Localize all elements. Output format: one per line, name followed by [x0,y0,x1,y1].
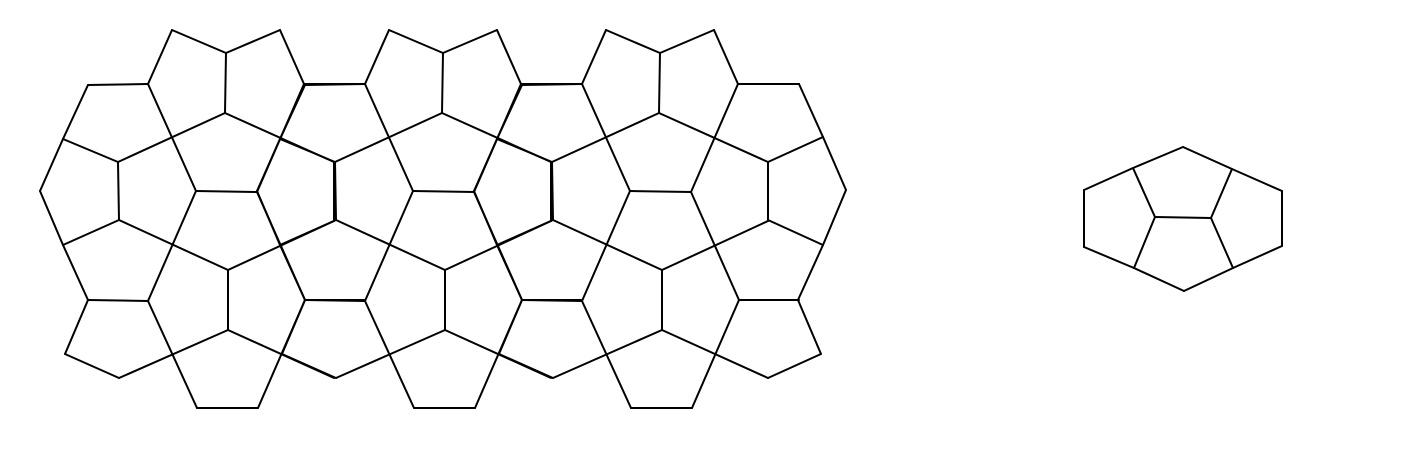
hexagon-unit-edge [1183,267,1234,292]
tiling-edge [334,161,337,221]
tiling-edge [256,138,281,192]
tiling-edge [412,190,475,193]
tiling-edge [658,112,769,163]
tiling-edge [798,83,824,138]
tiling-edge [797,244,824,301]
hexagon-unit-edge [1231,168,1283,192]
tiling-edge [473,190,498,246]
tiling-edge [496,29,522,85]
tiling-edge [822,136,847,191]
hexagon-unit-edge [1182,146,1233,170]
hexagon-unit-edge [1132,167,1156,218]
tiling-edge [581,300,632,409]
hexagon-unit-edge [1210,168,1233,219]
tiling-edge [364,300,415,409]
tiling-edge [87,83,149,86]
hexagon-unit-edge [1083,246,1135,269]
tiling-edge [364,83,414,192]
tiling-edge [62,138,119,163]
tiling-edge [335,329,446,379]
tiling-edge [87,299,149,302]
tiling-edge [690,83,739,193]
hexagon-unit-edge [1133,267,1185,292]
tiling-edge [658,52,661,114]
tiling-edge [551,161,554,221]
tiling-edge [521,83,583,86]
tiling-edge [691,299,740,409]
tiling-edge [39,138,64,192]
tiling-edge [279,29,305,85]
tiling-edge [767,353,822,379]
tiling-edge [498,353,554,379]
tiling-edge [496,138,553,163]
tiling-edge [304,83,366,86]
tiling-edge [279,244,306,301]
tiling-edge [581,190,631,302]
tiling-edge [62,84,89,140]
tiling-edge [605,29,661,54]
tiling-edge [147,29,173,85]
pentagonal-tiling [39,29,847,409]
tiling-edge [195,190,258,193]
tiling-edge [441,52,444,114]
hexagon-unit-edge [1232,245,1283,269]
tiling-edge [552,329,663,379]
tiling-edge [767,219,824,246]
hexagon-unit-edge [1210,217,1234,269]
tiling-edge [690,191,740,301]
tiling-edge [364,190,414,302]
tiling-edge [388,29,444,54]
tiling-edge [62,244,89,301]
tiling-edge [364,29,390,85]
tiling-edge [767,136,824,163]
tiling-edge [581,83,631,192]
tiling-edge [62,219,120,246]
tiling-edge [797,299,822,355]
tiling-edge [64,353,120,379]
tiling-edge [39,190,64,246]
tiling-edge [117,161,120,221]
tiling-edge [498,299,523,355]
hexagon-unit-edge [1133,216,1156,269]
tiling-edge [256,190,281,246]
hexagon-tile-unit [1083,146,1283,292]
tiling-edge [822,189,847,246]
tiling-edge [304,299,366,302]
tiling-edge [581,29,607,85]
tiling-edge [629,190,692,193]
tiling-edge [521,299,583,302]
tiling-edge [224,52,227,114]
tiling-edge [713,29,739,85]
tiling-edge [147,83,197,192]
tiling-edge [281,353,337,379]
hexagon-unit-edge [1083,167,1134,191]
tiling-edge [64,299,89,355]
tiling-edge [279,219,337,246]
tiling-edge [225,29,281,54]
hexagon-unit-edge [1132,146,1184,169]
tiling-edge [279,84,306,140]
hexagon-unit-edge [1154,216,1212,219]
tiling-edge [442,29,498,54]
tiling-edge [659,29,715,54]
tiling-edge [473,138,498,192]
tiling-edge [496,84,523,140]
tiling-edge [171,29,227,54]
tiling-edge [147,190,197,302]
tiling-edge [279,138,336,163]
tiling-edge [496,244,523,301]
tiling-edge [281,299,306,355]
tiling-edge [147,300,198,409]
tiling-edge [496,219,554,246]
tiling-edge [118,329,229,379]
